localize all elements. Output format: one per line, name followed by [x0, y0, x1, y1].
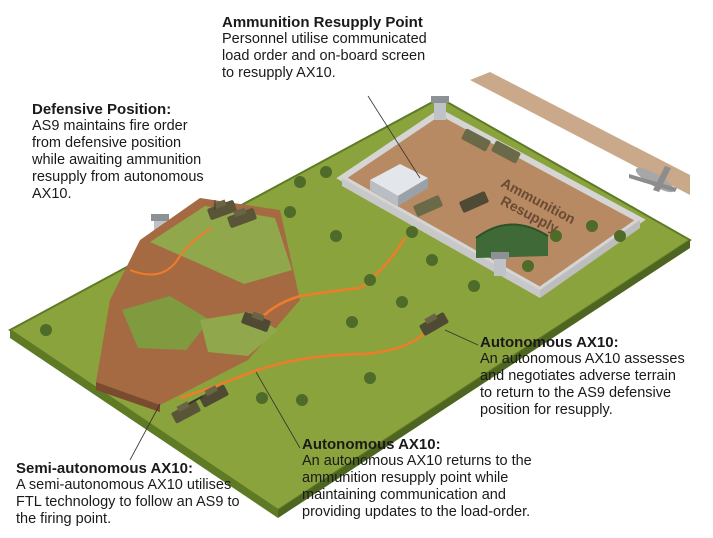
defensive-hill: [96, 198, 300, 412]
ax10-vehicle-icon: [491, 140, 521, 164]
callout-defensive-position: Defensive Position: AS9 maintains fire o…: [32, 101, 204, 203]
as9-vehicle-icon: [207, 199, 237, 220]
callout-body: AS9 maintains fire order from defensive …: [32, 118, 204, 202]
callout-title: Ammunition Resupply Point: [222, 14, 423, 31]
callout-title: Autonomous AX10:: [480, 334, 619, 351]
terrain-ground-edge-right: [278, 240, 690, 518]
callout-title: Semi-autonomous AX10:: [16, 460, 193, 477]
callout-ammo-point: Ammunition Resupply Point Personnel util…: [222, 14, 427, 82]
callout-title: Autonomous AX10:: [302, 436, 441, 453]
ax10-vehicle-icon: [459, 191, 489, 213]
callout-semi-autonomous: Semi-autonomous AX10: A semi-autonomous …: [16, 460, 240, 528]
hangar-building: [370, 164, 428, 206]
ax10-vehicle-icon: [413, 195, 443, 217]
dirt-road: [470, 72, 690, 195]
as9-vehicle-icon: [171, 395, 204, 424]
ax10-vehicle-icon: [241, 311, 271, 332]
ax10-vehicle-icon: [419, 312, 449, 336]
callout-body: Personnel utilise communicated load orde…: [222, 31, 427, 81]
callout-leaders: [129, 95, 479, 461]
callout-body: A semi-autonomous AX10 utilises FTL tech…: [16, 477, 240, 527]
callout-body: An autonomous AX10 assesses and negotiat…: [480, 351, 685, 418]
watch-tower-icon: [431, 96, 449, 120]
resupply-route: [179, 237, 433, 400]
callout-autonomous-right: Autonomous AX10: An autonomous AX10 asse…: [480, 334, 685, 419]
ax10-vehicle-icon: [199, 384, 229, 408]
trees: [40, 166, 626, 406]
callout-body: An autonomous AX10 returns to the ammuni…: [302, 453, 532, 520]
callout-title: Defensive Position:: [32, 101, 172, 118]
callout-autonomous-bottom: Autonomous AX10: An autonomous AX10 retu…: [302, 436, 532, 521]
watch-tower-icon: [491, 252, 509, 276]
tent-structure: [475, 223, 549, 258]
ax10-vehicle-icon: [461, 128, 491, 152]
terrain-ground-edge: [10, 330, 278, 518]
hill-route: [129, 227, 213, 276]
ammunition-compound: [336, 108, 646, 298]
aircraft-icon: [629, 166, 677, 193]
as9-vehicle-icon: [227, 207, 257, 228]
